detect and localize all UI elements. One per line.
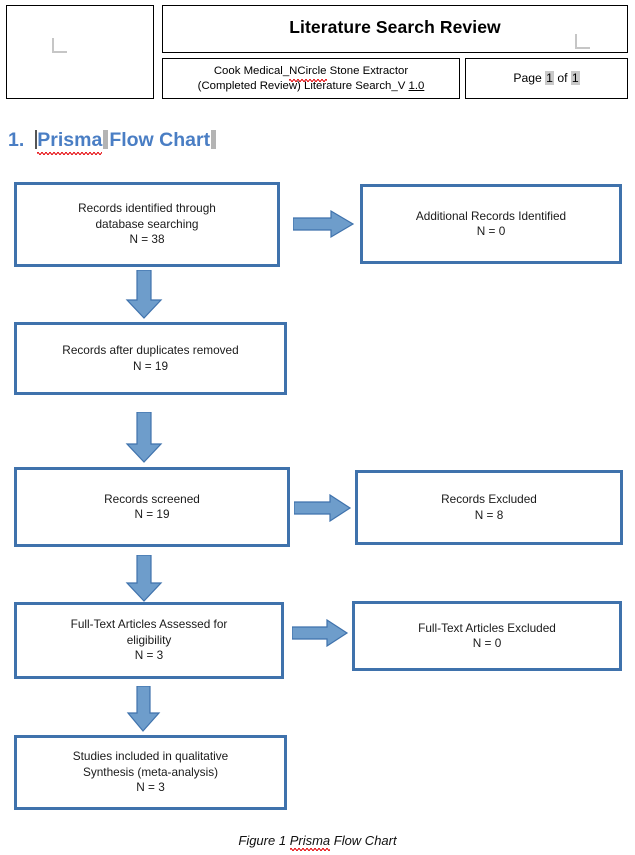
figure-caption: Figure 1 Prisma Flow Chart — [0, 833, 635, 851]
flow-box-records-screened-text: Records screened N = 19 — [104, 492, 200, 523]
bookmark-anchor-icon — [103, 130, 109, 149]
flow-text-line: Additional Records Identified — [415, 208, 567, 223]
flow-text-line: Records after duplicates removed — [62, 343, 239, 357]
flow-box-duplicates-removed-text: Records after duplicates removed N = 19 — [62, 343, 238, 374]
flow-text-line: Full-Text Articles Excluded — [418, 620, 556, 635]
flow-text-line: N = 0 — [472, 636, 502, 650]
flow-box-fulltext-assessed-text: Full-Text Articles Assessed for eligibil… — [71, 617, 228, 664]
heading-misspelled-word: Prisma — [37, 129, 103, 155]
heading-rest: Flow Chart — [109, 129, 211, 151]
arrow-down-duplicates-to-screened — [125, 412, 163, 463]
flow-box-fulltext-assessed: Full-Text Articles Assessed for eligibil… — [14, 602, 284, 679]
header-document-line1: Cook Medical_NCircle Stone Extractor — [166, 64, 456, 82]
flow-text-line: Records Excluded — [441, 492, 537, 506]
flow-text-line: eligibility — [126, 632, 172, 647]
caption-suffix: Flow Chart — [330, 833, 397, 848]
flow-text-line: Studies included in qualitative — [72, 749, 229, 764]
image-anchor-corner-icon-right — [575, 34, 590, 49]
flow-box-records-excluded-text: Records Excluded N = 8 — [441, 492, 537, 523]
caption-prefix: Figure 1 — [238, 833, 290, 848]
header-page-cell: Page 1 of 1 — [465, 58, 628, 99]
page-current-field: 1 — [545, 71, 554, 85]
arrow-down-fulltext-to-studies — [126, 686, 161, 732]
flow-text-line: Records screened — [104, 491, 200, 506]
caption-misspelled-word: Prisma — [289, 833, 331, 851]
flow-box-additional-records-text: Additional Records Identified N = 0 — [416, 209, 566, 240]
flow-text-line: N = 0 — [476, 224, 506, 238]
flow-box-studies-included-text: Studies included in qualitative Synthesi… — [73, 749, 228, 796]
flow-box-fulltext-excluded-text: Full-Text Articles Excluded N = 0 — [418, 621, 556, 652]
header-logo-cell — [6, 5, 154, 99]
header-doc-version: 1.0 — [408, 80, 425, 92]
header-title-cell: Literature Search Review — [162, 5, 628, 53]
flow-box-identified: Records identified through database sear… — [14, 182, 280, 267]
flow-text-line: N = 19 — [134, 507, 170, 521]
flow-text-line: Full-Text Articles Assessed for — [70, 617, 228, 632]
flow-text-line: N = 8 — [474, 507, 504, 522]
flow-text-line: Records identified through — [78, 201, 216, 216]
header-document-line2: (Completed Review) Literature Search_V 1… — [166, 79, 456, 94]
arrow-right-screened-to-excluded — [294, 494, 352, 522]
page-number-text: Page 1 of 1 — [466, 71, 627, 85]
page-total-field: 1 — [570, 71, 580, 85]
section-heading: 1. Prisma Flow Chart — [8, 129, 217, 155]
header-document-cell: Cook Medical_NCircle Stone Extractor (Co… — [162, 58, 460, 99]
flow-text-line: N = 19 — [132, 358, 169, 373]
flow-text-line: N = 3 — [134, 648, 164, 663]
flow-text-line: N = 3 — [136, 780, 165, 795]
header-doc-line2-prefix: (Completed Review) Literature Search_V — [197, 80, 409, 92]
heading-number: 1. — [8, 129, 25, 151]
arrow-down-screened-to-fulltext — [125, 555, 163, 602]
header-doc-line1-before: Cook Medical_ — [213, 65, 290, 77]
page-title: Literature Search Review — [289, 17, 501, 37]
arrow-right-fulltext-to-excluded — [292, 619, 349, 647]
flow-box-identified-text: Records identified through database sear… — [78, 201, 216, 248]
header-doc-line1-after: Stone Extractor — [326, 65, 409, 77]
flow-box-studies-included: Studies included in qualitative Synthesi… — [14, 735, 287, 810]
flow-text-line: N = 38 — [129, 232, 165, 247]
arrow-down-identified-to-duplicates — [125, 270, 163, 319]
bookmark-anchor-icon-end — [211, 130, 217, 149]
page-prefix-label: Page — [513, 71, 546, 85]
image-anchor-corner-icon — [52, 38, 67, 53]
flow-box-fulltext-excluded: Full-Text Articles Excluded N = 0 — [352, 601, 622, 671]
page-middle-label: of — [553, 71, 571, 85]
flow-box-additional-records: Additional Records Identified N = 0 — [360, 184, 622, 264]
arrow-right-identified-to-additional — [293, 209, 355, 239]
header-document-text: Cook Medical_NCircle Stone Extractor (Co… — [166, 64, 456, 94]
flow-box-records-screened: Records screened N = 19 — [14, 467, 290, 547]
text-cursor — [35, 130, 38, 149]
flow-box-records-excluded: Records Excluded N = 8 — [355, 470, 623, 545]
header-doc-misspelled-word: NCircle — [289, 65, 327, 82]
flow-box-duplicates-removed: Records after duplicates removed N = 19 — [14, 322, 287, 395]
page-header-table: Literature Search Review Cook Medical_NC… — [6, 5, 628, 99]
flow-text-line: database searching — [95, 216, 199, 231]
flow-text-line: Synthesis (meta-analysis) — [82, 764, 219, 779]
